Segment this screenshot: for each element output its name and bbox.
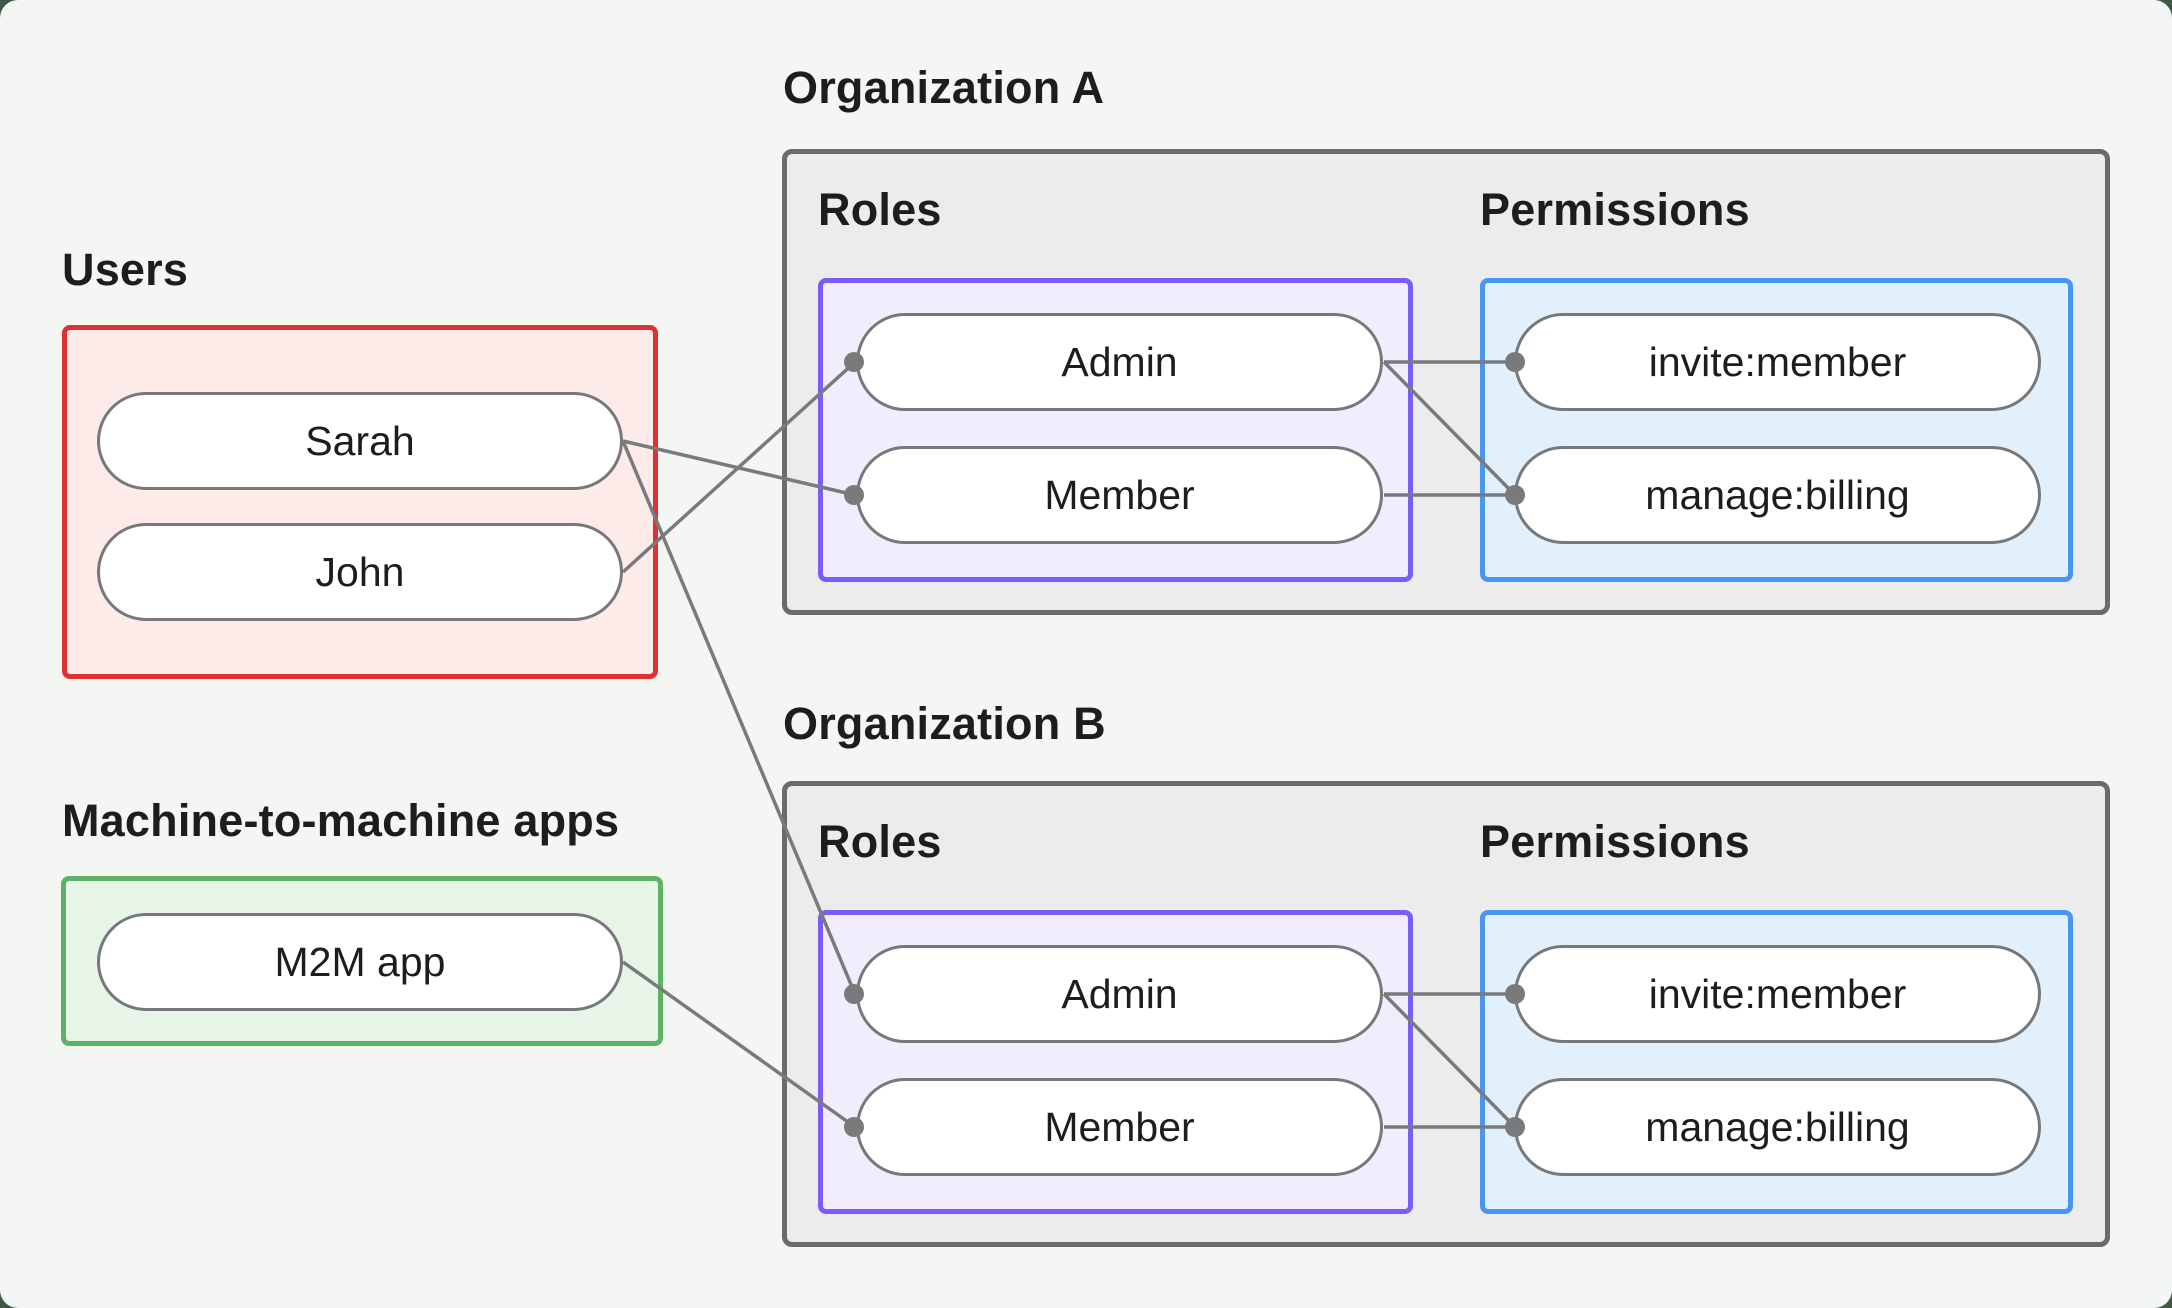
org-a-permission-manage-billing-label: manage:billing [1645, 471, 1910, 518]
org-b-role-admin-label: Admin [1061, 970, 1178, 1017]
org-a-role-member-label: Member [1044, 471, 1195, 518]
org-b-roles-label: Roles [818, 816, 942, 867]
org-b-permission-invite-member-label: invite:member [1648, 970, 1907, 1017]
users-group-box [62, 325, 658, 679]
org-b-permission-manage-billing: manage:billing [1514, 1078, 2041, 1176]
org-b-role-member: Member [856, 1078, 1383, 1176]
org-a-role-member: Member [856, 446, 1383, 544]
org-a-permission-invite-member-label: invite:member [1648, 338, 1907, 385]
m2m-group-label: Machine-to-machine apps [62, 795, 620, 846]
org-b-title: Organization B [783, 698, 1106, 749]
org-b-role-member-label: Member [1044, 1103, 1195, 1150]
org-a-role-admin: Admin [856, 313, 1383, 411]
org-b-permission-manage-billing-label: manage:billing [1645, 1103, 1910, 1150]
users-group-label: Users [62, 244, 189, 295]
org-a-title: Organization A [783, 62, 1105, 113]
org-b-permission-invite-member: invite:member [1514, 945, 2041, 1043]
org-a-roles-label: Roles [818, 184, 942, 235]
user-node-sarah-label: Sarah [305, 417, 415, 464]
org-a-permission-manage-billing: manage:billing [1514, 446, 2041, 544]
org-b-role-admin: Admin [856, 945, 1383, 1043]
org-a-permission-invite-member: invite:member [1514, 313, 2041, 411]
m2m-app-node: M2M app [97, 913, 623, 1011]
user-node-john: John [97, 523, 623, 621]
m2m-app-node-label: M2M app [274, 938, 446, 985]
user-node-sarah: Sarah [97, 392, 623, 490]
org-b-permissions-label: Permissions [1480, 816, 1750, 867]
org-a-permissions-label: Permissions [1480, 184, 1750, 235]
user-node-john-label: John [315, 548, 405, 595]
org-a-role-admin-label: Admin [1061, 338, 1178, 385]
